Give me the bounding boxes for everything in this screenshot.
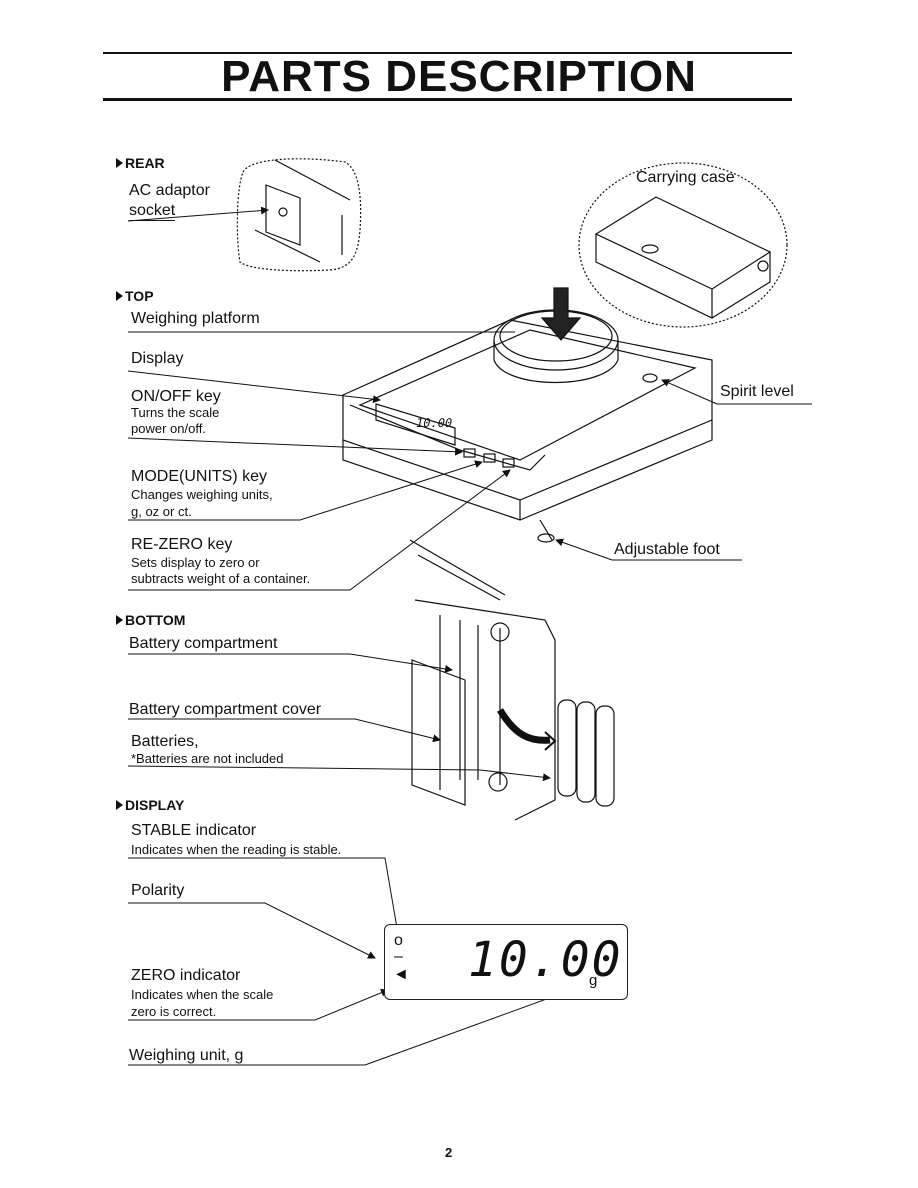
lcd-display [384, 924, 628, 1000]
spirit-level-label: Spirit level [720, 383, 794, 400]
scale-mini-display: 10.00 [414, 416, 454, 430]
mode-key-desc: Changes weighing units, [131, 487, 273, 502]
weighing-platform-label: Weighing platform [131, 310, 260, 327]
mode-key-title: MODE(UNITS) key [131, 468, 267, 485]
stable-indicator-title: STABLE indicator [131, 822, 257, 839]
section-heading-top: TOP [116, 288, 154, 304]
adjustable-foot-label: Adjustable foot [614, 541, 720, 558]
battery-drawing [409, 539, 615, 821]
polarity-label: Polarity [131, 882, 185, 899]
zero-indicator-title: ZERO indicator [131, 967, 241, 984]
weighing-unit-label: Weighing unit, g [129, 1047, 244, 1064]
zero-indicator-symbol: ◄ [393, 966, 409, 983]
title-rule-top [103, 52, 792, 54]
carrying-case-drawing [578, 162, 788, 328]
section-heading-display: DISPLAY [116, 797, 184, 813]
polarity-symbol: – [394, 948, 403, 965]
rezero-key-desc-2: subtracts weight of a container. [131, 571, 311, 586]
lcd-reading: 10.00 [468, 932, 623, 988]
triangle-bullet-icon [116, 291, 123, 301]
triangle-bullet-icon [116, 615, 123, 625]
page-number: 2 [445, 1145, 453, 1160]
zero-indicator-desc: Indicates when the scale [131, 987, 274, 1002]
triangle-bullet-icon [116, 158, 123, 168]
scale-drawing [342, 309, 713, 543]
battery-cover-label: Battery compartment cover [129, 701, 322, 718]
batteries-note: *Batteries are not included [131, 751, 284, 766]
display-label: Display [131, 350, 184, 367]
section-heading-bottom: BOTTOM [116, 612, 185, 628]
carrying-case-label: Carrying case [636, 169, 735, 186]
onoff-key-desc: Turns the scale [131, 405, 220, 420]
rear-inset-drawing [236, 158, 362, 272]
rezero-key-title: RE-ZERO key [131, 536, 233, 553]
zero-indicator-desc-2: zero is correct. [131, 1004, 217, 1019]
mode-key-desc-2: g, oz or ct. [131, 504, 192, 519]
stable-indicator-symbol: o [394, 932, 403, 949]
page-title: PARTS DESCRIPTION [221, 52, 697, 101]
section-heading-rear: REAR [116, 155, 165, 171]
ac-adaptor-label-2: socket [129, 202, 176, 221]
onoff-key-title: ON/OFF key [131, 388, 221, 405]
title-rule-bottom [103, 98, 792, 101]
battery-compartment-label: Battery compartment [129, 635, 278, 652]
rezero-key-desc: Sets display to zero or [131, 555, 260, 570]
triangle-bullet-icon [116, 800, 123, 810]
ac-adaptor-label: AC adaptor [129, 182, 210, 199]
lcd-unit: g [589, 972, 598, 989]
batteries-label: Batteries, [131, 733, 199, 750]
stable-indicator-desc: Indicates when the reading is stable. [131, 842, 342, 857]
onoff-key-desc-2: power on/off. [131, 421, 206, 436]
